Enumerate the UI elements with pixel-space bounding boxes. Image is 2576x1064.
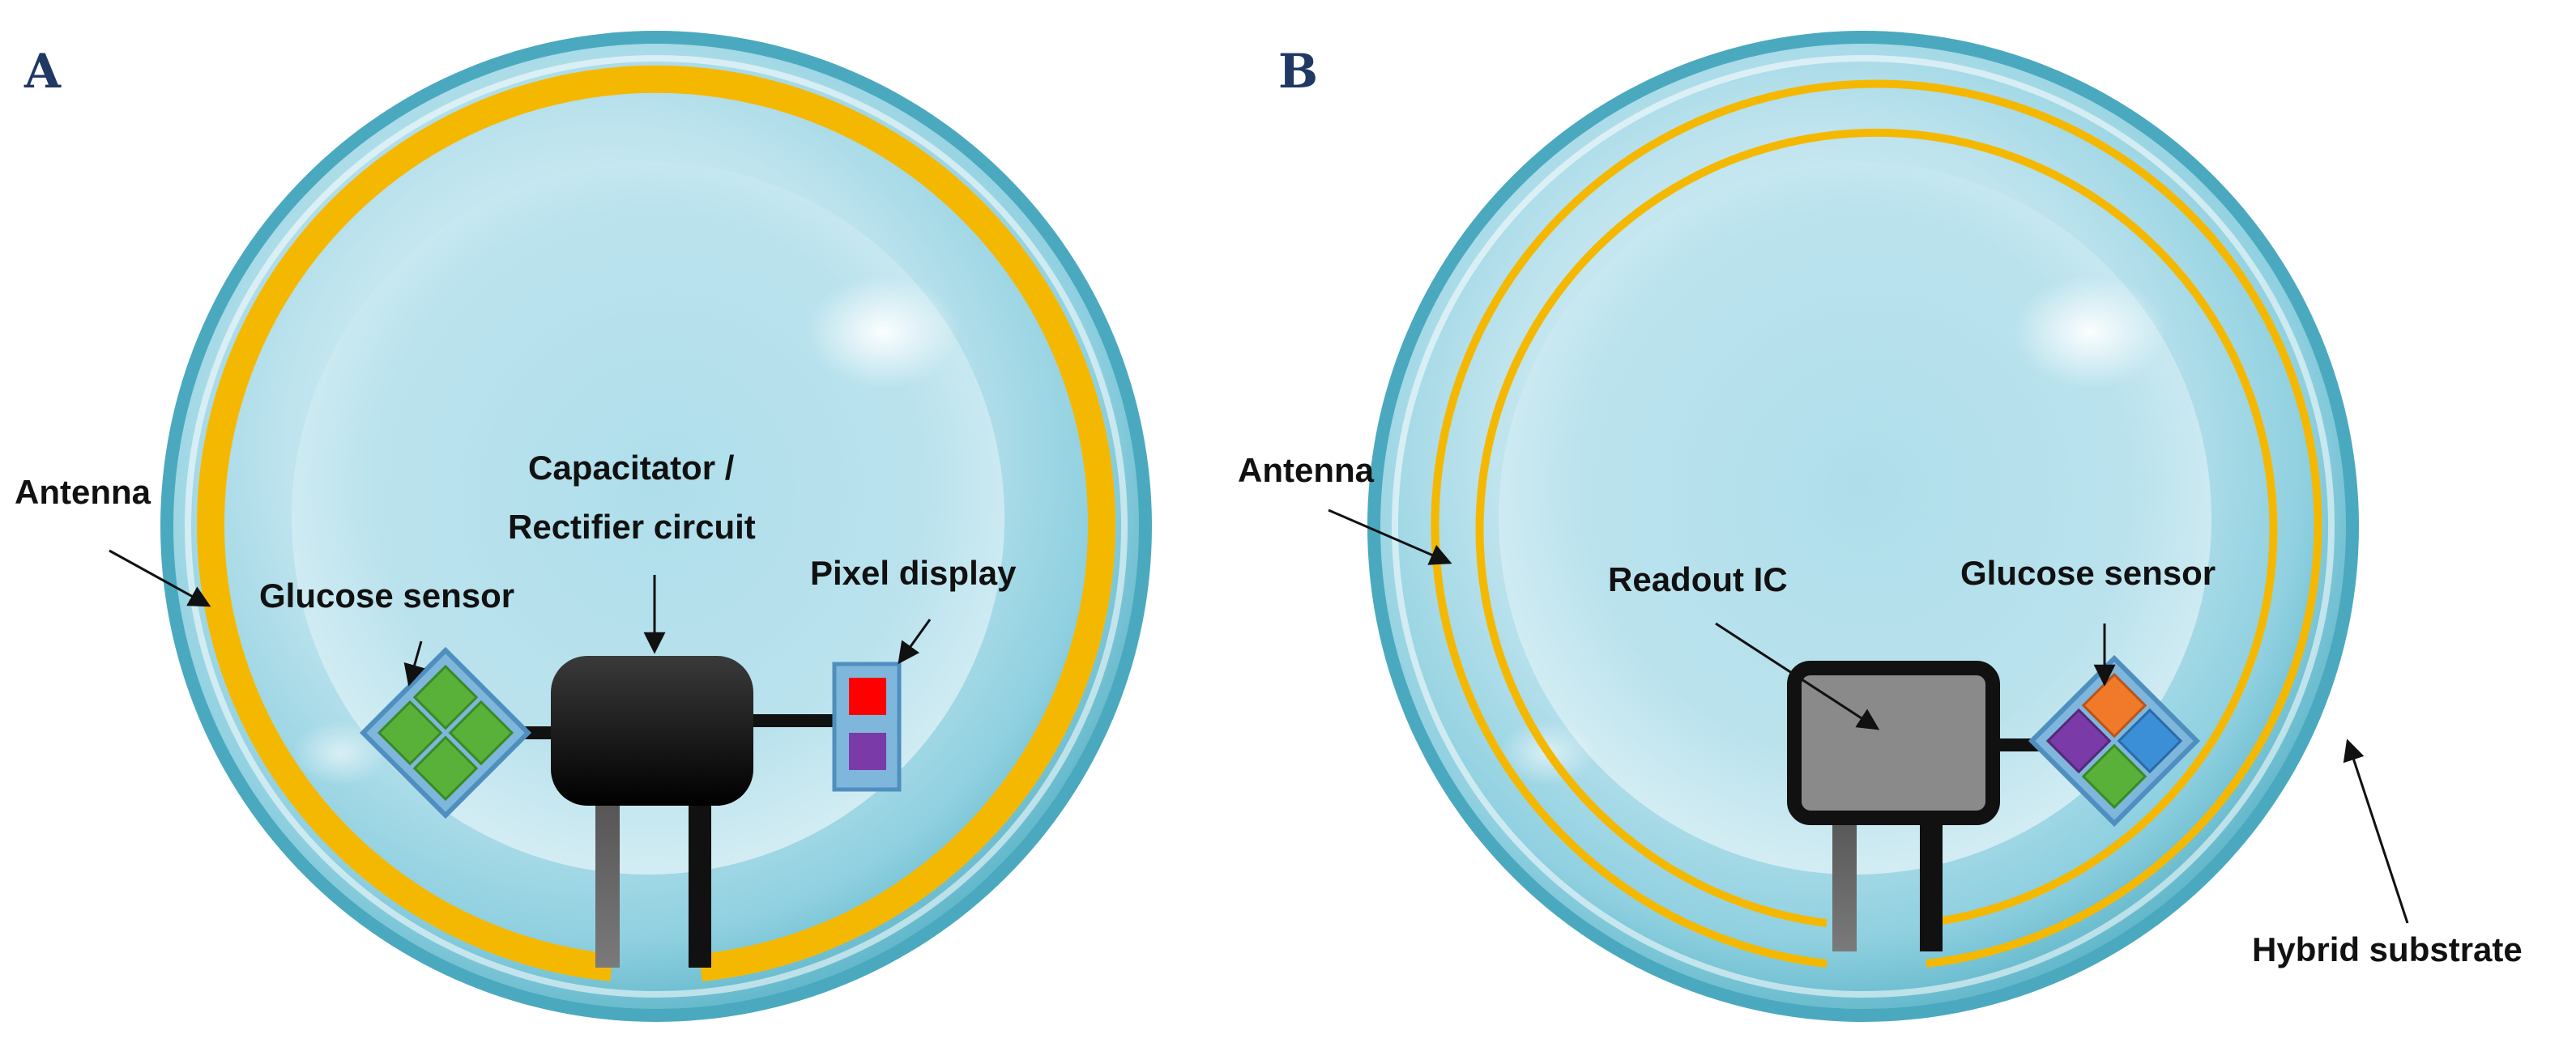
panel-a-label: A — [23, 44, 62, 99]
callout-antenna-b: Antenna — [1238, 451, 1375, 489]
panel-b-label: B — [1278, 44, 1318, 99]
callout-capacitor-line1: Capacitator / — [528, 449, 735, 487]
pixel-display — [832, 662, 902, 792]
arrow-pixel-display — [898, 619, 932, 665]
capacitor-rectifier-chip — [551, 656, 753, 806]
arrow-antenna-b — [1328, 509, 1452, 565]
circuit-wires-a — [502, 714, 847, 968]
lens-b — [1367, 31, 2359, 1022]
panel-b: B Antenna — [1238, 31, 2523, 1022]
glucose-sensor-b — [2028, 654, 2201, 828]
antenna-a — [197, 65, 1115, 981]
callout-glucose-sensor-b: Glucose sensor — [1960, 554, 2216, 592]
antenna-b-inner — [1475, 128, 2278, 927]
callout-glucose-sensor-a: Glucose sensor — [259, 577, 514, 615]
glucose-sensor-a — [359, 646, 532, 819]
arrow-antenna-a — [109, 549, 211, 607]
antenna-b-outer — [1431, 79, 2322, 968]
arrow-hybrid-substrate — [2343, 738, 2409, 924]
arrow-readout-ic — [1715, 622, 1880, 730]
panel-a: A — [15, 31, 1152, 1022]
callout-readout-ic: Readout IC — [1608, 560, 1788, 598]
readout-ic — [1787, 661, 2000, 825]
arrow-glucose-sensor-a — [403, 641, 425, 687]
callout-pixel-display: Pixel display — [810, 554, 1017, 592]
callout-hybrid-substrate: Hybrid substrate — [2252, 930, 2523, 968]
callout-antenna-a: Antenna — [15, 473, 151, 511]
callout-capacitor-line2: Rectifier circuit — [508, 508, 756, 546]
